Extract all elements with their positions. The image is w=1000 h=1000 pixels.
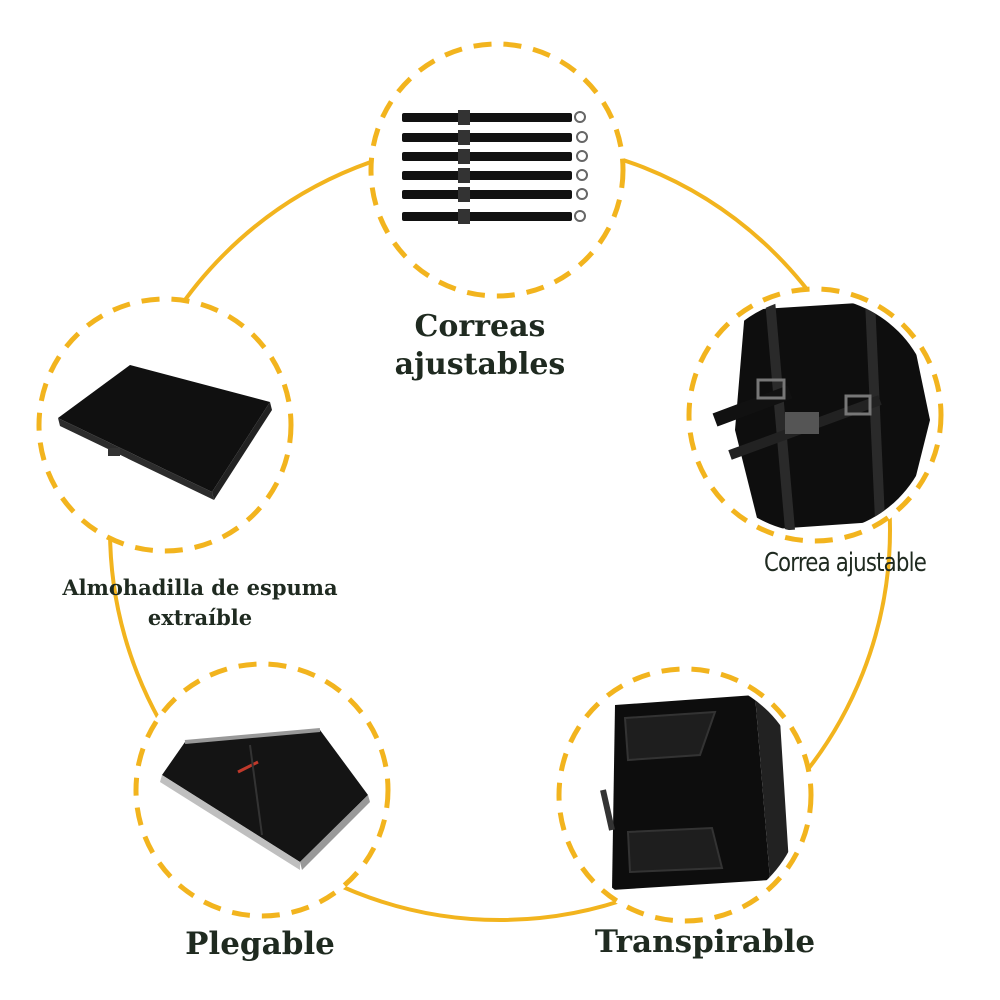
foam-pad-image [58,365,272,500]
label-plegable: Plegable [185,926,335,962]
frame-left [36,296,294,554]
backpack-chest-strap-image [712,299,930,531]
frame-top [368,41,626,299]
adjustable-straps-image [402,110,588,224]
label-transpirable: Transpirable [594,924,816,960]
folded-bag-image [160,728,370,870]
label-correas-ajustables: Correas ajustables [394,309,566,382]
frame-right [686,286,944,544]
frame-bottom-left [133,661,391,919]
frame-bottom-right [556,666,814,924]
backpack-back-panel-image [600,695,790,890]
label-almohadilla: Almohadilla de espuma extraíble [62,575,338,630]
label-correa-ajustable: Correa ajustable [763,548,927,578]
